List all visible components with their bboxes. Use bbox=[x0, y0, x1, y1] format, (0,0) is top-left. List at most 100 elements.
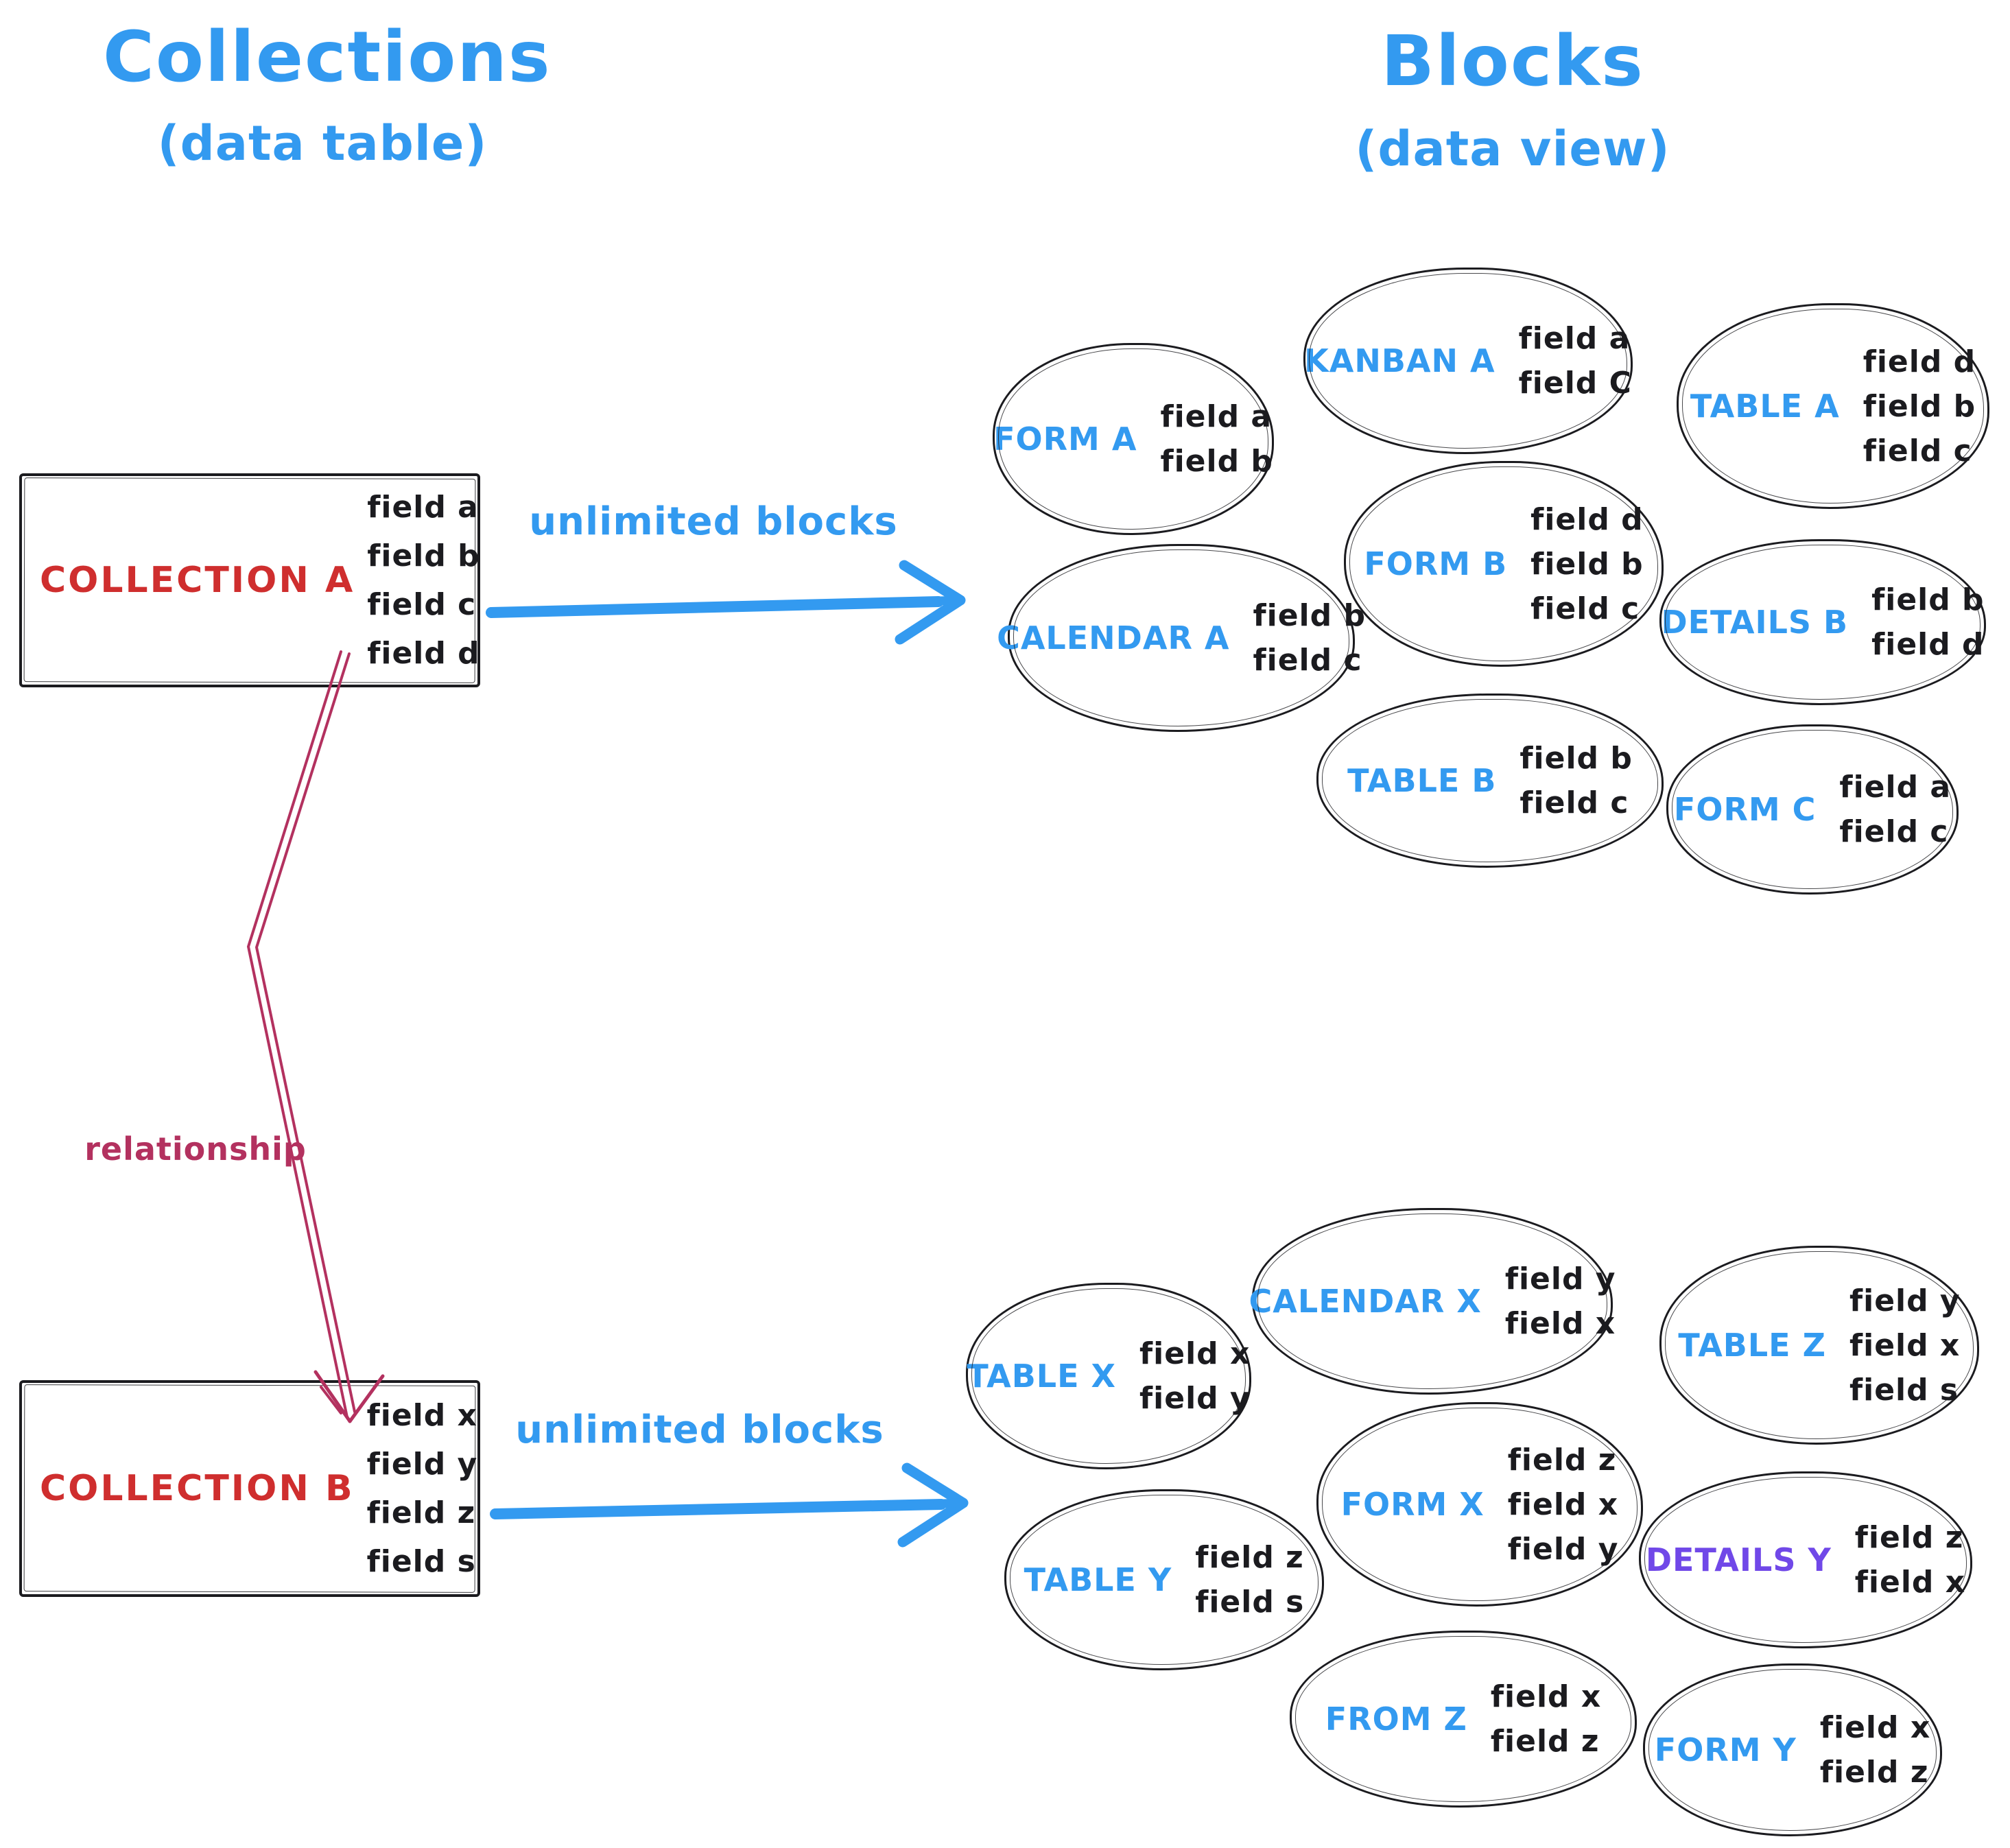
unlimited-blocks-label-bottom: unlimited blocks bbox=[515, 1408, 884, 1452]
block-details-y-label: DETAILS Y bbox=[1645, 1541, 1832, 1578]
block-table-y-field: field s bbox=[1195, 1585, 1305, 1620]
block-form-x-field: field x bbox=[1507, 1486, 1619, 1522]
collection-a-label: COLLECTION A bbox=[40, 560, 355, 601]
block-form-x: FORM X field z field x field y bbox=[1316, 1402, 1643, 1607]
block-details-b: DETAILS B field b field d bbox=[1659, 539, 1986, 705]
block-form-a-field: field a bbox=[1160, 399, 1273, 434]
block-calendar-x-field: field y bbox=[1504, 1261, 1616, 1296]
collection-b-field: field x bbox=[366, 1398, 477, 1433]
block-form-y-field: field x bbox=[1819, 1710, 1931, 1745]
collection-b-field: field z bbox=[366, 1495, 476, 1530]
block-table-z: TABLE Z field y field x field s bbox=[1659, 1246, 1979, 1445]
block-form-y-field: field z bbox=[1819, 1755, 1929, 1790]
block-details-b-fields: field b field d bbox=[1871, 582, 1984, 662]
block-form-b-field: field c bbox=[1530, 591, 1640, 626]
block-form-b-label: FORM B bbox=[1364, 545, 1508, 582]
block-form-a-fields: field a field b bbox=[1160, 399, 1273, 479]
block-from-z: FROM Z field x field z bbox=[1290, 1631, 1637, 1808]
block-form-x-label: FORM X bbox=[1340, 1486, 1485, 1523]
collection-a-field: field a bbox=[367, 490, 479, 525]
collection-b-field: field y bbox=[366, 1447, 478, 1482]
block-kanban-a-field: field a bbox=[1518, 321, 1631, 356]
block-details-y-fields: field z field x bbox=[1855, 1520, 1965, 1600]
block-table-z-field: field x bbox=[1849, 1327, 1961, 1363]
block-details-b-field: field b bbox=[1871, 582, 1985, 617]
block-kanban-a-label: KANBAN A bbox=[1304, 342, 1495, 379]
block-calendar-x-fields: field y field x bbox=[1505, 1261, 1616, 1341]
block-calendar-a-field: field c bbox=[1253, 643, 1362, 678]
block-form-y-label: FORM Y bbox=[1654, 1731, 1797, 1768]
block-table-z-fields: field y field x field s bbox=[1849, 1283, 1961, 1408]
collection-b-fields: field x field y field z field s bbox=[367, 1398, 478, 1579]
collections-subtitle: (data table) bbox=[157, 115, 488, 171]
collection-a-field: field c bbox=[367, 587, 477, 622]
block-kanban-a-fields: field a field C bbox=[1519, 321, 1632, 401]
block-details-b-field: field d bbox=[1871, 627, 1985, 662]
blocks-subtitle: (data view) bbox=[1355, 121, 1670, 177]
block-table-x-label: TABLE X bbox=[967, 1358, 1117, 1395]
block-calendar-a-field: field b bbox=[1253, 598, 1366, 633]
block-table-z-field: field y bbox=[1849, 1283, 1961, 1318]
relationship-label: relationship bbox=[84, 1130, 307, 1168]
block-calendar-a-label: CALENDAR A bbox=[997, 619, 1230, 656]
block-form-c-field: field a bbox=[1839, 770, 1952, 805]
block-table-a-field: field c bbox=[1863, 433, 1972, 469]
block-details-y-field: field x bbox=[1854, 1565, 1966, 1600]
block-table-y-label: TABLE Y bbox=[1024, 1561, 1172, 1598]
block-form-b-field: field b bbox=[1530, 546, 1644, 582]
block-calendar-a-fields: field b field c bbox=[1253, 598, 1365, 678]
block-from-z-label: FROM Z bbox=[1325, 1701, 1467, 1738]
block-form-x-field: field y bbox=[1507, 1531, 1619, 1567]
collections-title: Collections bbox=[103, 16, 552, 98]
block-form-x-fields: field z field x field y bbox=[1508, 1443, 1619, 1567]
block-table-x-field: field y bbox=[1139, 1381, 1251, 1416]
block-from-z-field: field z bbox=[1490, 1724, 1600, 1759]
block-table-a: TABLE A field d field b field c bbox=[1677, 303, 1989, 509]
block-from-z-fields: field x field z bbox=[1491, 1679, 1601, 1759]
block-calendar-x-field: field x bbox=[1504, 1306, 1616, 1341]
block-form-y: FORM Y field x field z bbox=[1643, 1663, 1942, 1836]
collection-b-box: COLLECTION B field x field y field z field s bbox=[19, 1380, 480, 1597]
block-calendar-x: CALENDAR X field y field x bbox=[1249, 1208, 1616, 1395]
collection-b-field: field s bbox=[366, 1544, 476, 1579]
block-details-b-label: DETAILS B bbox=[1661, 604, 1849, 641]
block-table-a-label: TABLE A bbox=[1690, 388, 1840, 425]
block-table-y-fields: field z field s bbox=[1195, 1540, 1304, 1620]
block-table-a-field: field d bbox=[1863, 344, 1976, 379]
unlimited-blocks-arrow-bottom bbox=[490, 1462, 969, 1548]
block-form-a-field: field b bbox=[1160, 444, 1273, 479]
unlimited-blocks-label-top: unlimited blocks bbox=[529, 499, 898, 544]
collection-a-field: field b bbox=[367, 538, 480, 573]
unlimited-blocks-arrow-top bbox=[486, 560, 966, 645]
block-calendar-a: CALENDAR A field b field c bbox=[997, 544, 1365, 732]
collection-b-label: COLLECTION B bbox=[40, 1468, 355, 1509]
block-table-a-field: field b bbox=[1863, 388, 1976, 424]
block-from-z-field: field x bbox=[1490, 1679, 1602, 1714]
block-kanban-a-field: field C bbox=[1518, 366, 1632, 401]
block-table-b-field: field c bbox=[1520, 785, 1629, 820]
block-details-y-field: field z bbox=[1854, 1520, 1964, 1555]
block-calendar-x-label: CALENDAR X bbox=[1249, 1283, 1482, 1320]
block-table-z-field: field s bbox=[1849, 1372, 1959, 1408]
block-table-z-label: TABLE Z bbox=[1678, 1327, 1826, 1364]
block-form-x-field: field z bbox=[1507, 1442, 1617, 1478]
blocks-title: Blocks bbox=[1381, 21, 1644, 102]
block-form-c-label: FORM C bbox=[1673, 791, 1817, 828]
block-details-y: DETAILS Y field z field x bbox=[1639, 1471, 1972, 1648]
block-table-a-fields: field d field b field c bbox=[1863, 344, 1976, 469]
block-form-y-fields: field x field z bbox=[1820, 1710, 1930, 1790]
block-kanban-a: KANBAN A field a field C bbox=[1303, 268, 1633, 454]
block-table-b-label: TABLE B bbox=[1347, 762, 1497, 799]
block-table-y-field: field z bbox=[1195, 1540, 1304, 1575]
block-form-a-label: FORM A bbox=[993, 420, 1137, 458]
